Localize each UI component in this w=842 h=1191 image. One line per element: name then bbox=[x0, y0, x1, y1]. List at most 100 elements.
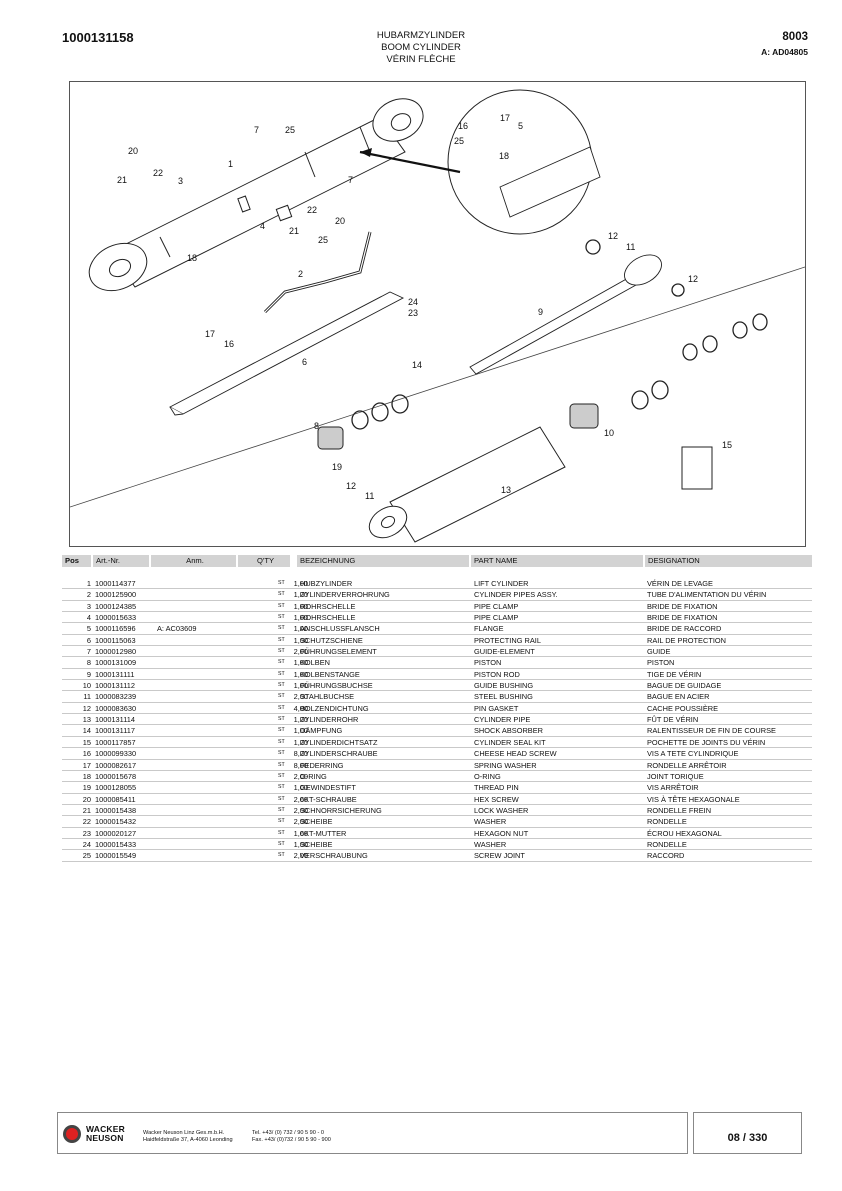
row-part-name: CHEESE HEAD SCREW bbox=[474, 749, 557, 759]
row-part-name: THREAD PIN bbox=[474, 783, 519, 793]
row-bezeichnung: ZYLINDERROHR bbox=[300, 715, 359, 725]
row-unit: ST bbox=[278, 591, 285, 598]
row-bezeichnung: VERSCHRAUBUNG bbox=[300, 851, 368, 861]
row-qty: 1,00 bbox=[293, 839, 308, 849]
row-bezeichnung: HUBZYLINDER bbox=[300, 579, 353, 588]
row-art-nr: 1000116596 bbox=[95, 624, 136, 634]
company-address: Wacker Neuson Linz Ges.m.b.H. Haidfeldst… bbox=[143, 1130, 233, 1144]
row-unit: ST bbox=[278, 693, 285, 700]
callout-3: 3 bbox=[178, 176, 183, 186]
title-line-fr: VÉRIN FLÈCHE bbox=[386, 54, 456, 65]
row-designation: TUBE D'ALIMENTATION DU VÉRIN bbox=[647, 590, 767, 600]
protecting-rail-drawing bbox=[169, 291, 405, 416]
callout-17b: 17 bbox=[205, 329, 215, 339]
row-pos: 16 bbox=[82, 749, 91, 759]
row-part-name: STEEL BUSHING bbox=[474, 692, 533, 702]
row-part-name: PISTON ROD bbox=[474, 669, 520, 679]
row-designation: RONDELLE bbox=[647, 817, 687, 827]
row-art-nr: 1000117857 bbox=[95, 737, 136, 747]
row-designation: FÛT DE VÉRIN bbox=[647, 715, 699, 725]
row-part-name: O-RING bbox=[474, 771, 501, 781]
row-bezeichnung: SCHNORRSICHERUNG bbox=[300, 805, 382, 815]
callout-labels: 1 2 3 4 5 6 7 7 8 9 10 11 11 12 12 12 13… bbox=[117, 113, 732, 501]
row-bezeichnung: 6KT-SCHRAUBE bbox=[300, 794, 357, 804]
callout-8: 8 bbox=[314, 421, 319, 431]
callout-11: 11 bbox=[626, 242, 635, 252]
row-anm: A: AC03609 bbox=[157, 624, 197, 634]
header-bezeichnung: BEZEICHNUNG bbox=[297, 555, 469, 567]
row-unit: ST bbox=[278, 614, 285, 621]
row-designation: RONDELLE FREIN bbox=[647, 805, 712, 815]
header-anm: Anm. bbox=[151, 555, 236, 567]
row-designation: VIS À TÊTE HEXAGONALE bbox=[647, 794, 740, 804]
exploded-parts-drawing: 1 2 3 4 5 6 7 7 8 9 10 11 11 12 12 12 13… bbox=[69, 81, 806, 547]
row-unit: ST bbox=[278, 829, 285, 836]
callout-21: 21 bbox=[117, 175, 127, 185]
row-pos: 24 bbox=[82, 839, 91, 849]
document-number: 1000131158 bbox=[62, 30, 134, 45]
row-pos: 1 bbox=[86, 579, 91, 588]
row-art-nr: 1000131111 bbox=[95, 669, 135, 679]
row-pos: 12 bbox=[82, 703, 91, 713]
row-qty: 1,00 bbox=[293, 828, 308, 838]
row-part-name: HEX SCREW bbox=[474, 794, 519, 804]
company-tel: Tel. +43/ (0) 732 / 90 5 90 - 0 bbox=[252, 1130, 324, 1136]
callout-5: 5 bbox=[518, 121, 523, 131]
row-art-nr: 1000115063 bbox=[95, 635, 136, 645]
row-qty: 2,00 bbox=[293, 805, 308, 815]
row-art-nr: 1000131112 bbox=[95, 681, 136, 691]
header-qty: Q'TY bbox=[238, 555, 290, 567]
row-pos: 14 bbox=[82, 726, 91, 736]
row-designation: RACCORD bbox=[647, 851, 685, 861]
row-part-name: FLANGE bbox=[474, 624, 504, 634]
row-unit: ST bbox=[278, 659, 285, 666]
assembly-reference: A: AD04805 bbox=[761, 47, 808, 57]
row-qty: 2,00 bbox=[293, 692, 308, 702]
row-art-nr: 1000128055 bbox=[95, 783, 137, 793]
row-qty: 1,00 bbox=[293, 590, 308, 600]
row-pos: 6 bbox=[86, 635, 91, 645]
row-designation: JOINT TORIQUE bbox=[647, 771, 704, 781]
row-designation: TIGE DE VÉRIN bbox=[647, 669, 702, 679]
row-unit: ST bbox=[278, 761, 285, 768]
row-pos: 18 bbox=[82, 771, 91, 781]
callout-16: 16 bbox=[458, 121, 468, 131]
row-qty: 2,00 bbox=[293, 647, 308, 657]
row-part-name: LIFT CYLINDER bbox=[474, 579, 529, 588]
row-unit: ST bbox=[278, 795, 285, 802]
callout-23: 23 bbox=[408, 308, 418, 318]
row-designation: RALENTISSEUR DE FIN DE COURSE bbox=[647, 726, 776, 736]
callout-15: 15 bbox=[722, 440, 732, 450]
row-designation: ÉCROU HEXAGONAL bbox=[647, 828, 722, 838]
row-designation: BAGUE DE GUIDAGE bbox=[647, 681, 722, 691]
group-number: 8003 bbox=[782, 31, 808, 43]
wacker-neuson-logo-icon bbox=[63, 1125, 81, 1143]
logo-line-2: NEUSON bbox=[86, 1133, 124, 1143]
row-unit: ST bbox=[278, 750, 285, 757]
row-pos: 8 bbox=[86, 658, 91, 668]
row-bezeichnung: KOLBEN bbox=[300, 658, 330, 668]
callout-7: 7 bbox=[254, 125, 259, 135]
callout-25: 25 bbox=[285, 125, 295, 135]
row-part-name: SPRING WASHER bbox=[474, 760, 537, 770]
row-designation: RONDELLE bbox=[647, 839, 687, 849]
row-bezeichnung: SCHEIBE bbox=[300, 839, 333, 849]
header-right: 8003 A: AD04805 bbox=[761, 31, 808, 57]
row-pos: 21 bbox=[82, 805, 91, 815]
parts-table-header: Pos Art.-Nr. Anm. Q'TY BEZEICHNUNG PART … bbox=[62, 555, 812, 567]
row-bezeichnung: GEWINDESTIFT bbox=[300, 783, 356, 793]
callout-9: 9 bbox=[538, 307, 543, 317]
row-part-name: PIPE CLAMP bbox=[474, 601, 519, 611]
row-bezeichnung: FÜHRUNGSELEMENT bbox=[300, 647, 377, 657]
row-art-nr: 1000015438 bbox=[95, 805, 137, 815]
callout-17: 17 bbox=[500, 113, 510, 123]
row-qty: 1,00 bbox=[293, 669, 308, 679]
callout-20b: 20 bbox=[335, 216, 345, 226]
